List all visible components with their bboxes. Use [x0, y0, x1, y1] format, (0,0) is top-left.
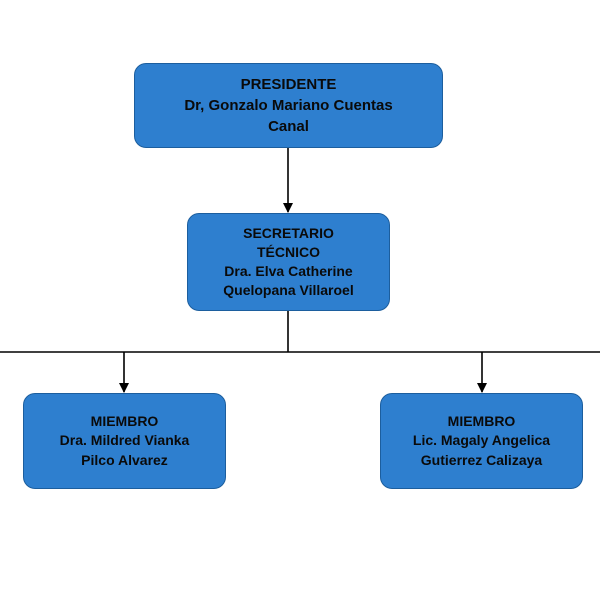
president-box: PRESIDENTE Dr, Gonzalo Mariano Cuentas C… — [134, 63, 443, 148]
secretary-box: SECRETARIO TÉCNICO Dra. Elva Catherine Q… — [187, 213, 390, 311]
member-box-right: MIEMBRO Lic. Magaly Angelica Gutierrez C… — [380, 393, 583, 489]
president-name-line1: Dr, Gonzalo Mariano Cuentas — [184, 96, 393, 114]
president-role: PRESIDENTE — [240, 75, 337, 93]
member-right-name-line1: Lic. Magaly Angelica — [412, 432, 551, 449]
secretary-role-line1: SECRETARIO — [243, 224, 334, 241]
secretary-name-line1: Dra. Elva Catherine — [224, 263, 353, 279]
member-left-name-line1: Dra. Mildred Vianka — [59, 432, 190, 449]
president-name-line2: Canal — [268, 118, 309, 136]
member-right-role: MIEMBRO — [447, 413, 516, 430]
member-left-name-line2: Pilco Alvarez — [81, 451, 168, 468]
member-right-name-line2: Gutierrez Calizaya — [420, 451, 543, 468]
member-left-role: MIEMBRO — [90, 413, 159, 430]
member-box-left: MIEMBRO Dra. Mildred Vianka Pilco Alvare… — [23, 393, 226, 489]
secretary-name-line2: Quelopana Villaroel — [223, 282, 354, 299]
secretary-role-line2: TÉCNICO — [257, 243, 320, 260]
